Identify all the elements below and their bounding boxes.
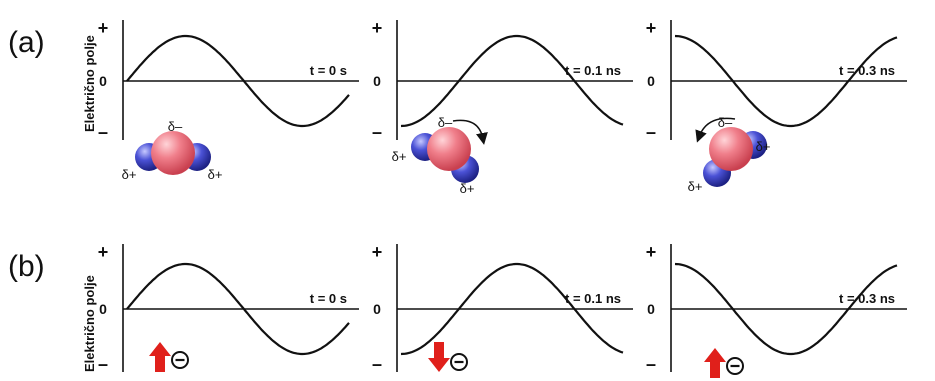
time-label: t = 0.3 ns <box>839 63 895 78</box>
delta-plus-label: δ+ <box>122 167 137 182</box>
field-wave <box>400 34 624 128</box>
rotation-arrow-icon <box>452 119 488 145</box>
field-wave <box>400 262 624 356</box>
delta-plus-label: δ+ <box>688 179 703 194</box>
delta-minus-label: δ– <box>168 119 183 134</box>
panel-b-2: +0 – t = 0.1 ns <box>372 242 633 374</box>
panel-b-1: +0 – t = 0 s <box>98 242 359 374</box>
zero-tick-label: 0 <box>99 73 107 89</box>
field-wave <box>126 262 350 356</box>
zero-tick-label: 0 <box>99 301 107 317</box>
row-label-a: (a) <box>8 26 45 59</box>
zero-tick-label: 0 <box>373 73 381 89</box>
plus-tick-label: + <box>646 18 657 38</box>
time-label: t = 0 s <box>310 291 347 306</box>
zero-tick-label: 0 <box>647 73 655 89</box>
delta-plus-label: δ+ <box>392 149 407 164</box>
oxygen-atom <box>427 127 471 171</box>
plus-tick-label: + <box>646 242 657 262</box>
time-label: t = 0 s <box>310 63 347 78</box>
delta-minus-label: δ– <box>438 115 453 130</box>
field-wave <box>674 262 898 356</box>
time-label: t = 0.3 ns <box>839 291 895 306</box>
delta-plus-label: δ+ <box>208 167 223 182</box>
rotation-arrow-icon <box>695 117 736 143</box>
minus-tick-label: – <box>98 354 108 374</box>
zero-tick-label: 0 <box>373 301 381 317</box>
panel-a-1: +0 – t = 0 s δ– δ+ δ+ <box>98 18 359 182</box>
delta-plus-label: δ+ <box>756 139 771 154</box>
minus-tick-label: – <box>98 122 108 142</box>
y-axis-title-a: Električno polje <box>82 35 97 132</box>
y-axis-title-b: Električno polje <box>82 275 97 372</box>
panel-a-2: +0 – t = 0.1 ns δ– δ+ δ+ <box>372 18 633 196</box>
minus-tick-label: – <box>372 354 382 374</box>
time-label: t = 0.1 ns <box>565 63 621 78</box>
oxygen-atom <box>151 131 195 175</box>
field-wave <box>126 34 350 128</box>
panel-b-3: +0 – t = 0.3 ns <box>646 242 907 378</box>
minus-tick-label: – <box>646 354 656 374</box>
up-arrow-icon <box>149 342 171 372</box>
plus-tick-label: + <box>372 242 383 262</box>
row-label-b: (b) <box>8 250 45 283</box>
up-arrow-icon <box>704 348 726 378</box>
field-wave <box>674 34 898 128</box>
minus-tick-label: – <box>646 122 656 142</box>
oxygen-atom <box>709 127 753 171</box>
delta-plus-label: δ+ <box>460 181 475 196</box>
zero-tick-label: 0 <box>647 301 655 317</box>
plus-tick-label: + <box>372 18 383 38</box>
panels: +0 – t = 0 s δ– δ+ δ+ +0 – t = 0.1 ns δ– δ+ δ+ +0 – t … <box>98 18 907 378</box>
plus-tick-label: + <box>98 18 109 38</box>
panel-a-3: +0 – t = 0.3 ns δ– δ+ δ+ <box>646 18 907 194</box>
delta-minus-label: δ– <box>718 115 733 130</box>
down-arrow-icon <box>428 342 450 372</box>
minus-tick-label: – <box>372 122 382 142</box>
plus-tick-label: + <box>98 242 109 262</box>
time-label: t = 0.1 ns <box>565 291 621 306</box>
